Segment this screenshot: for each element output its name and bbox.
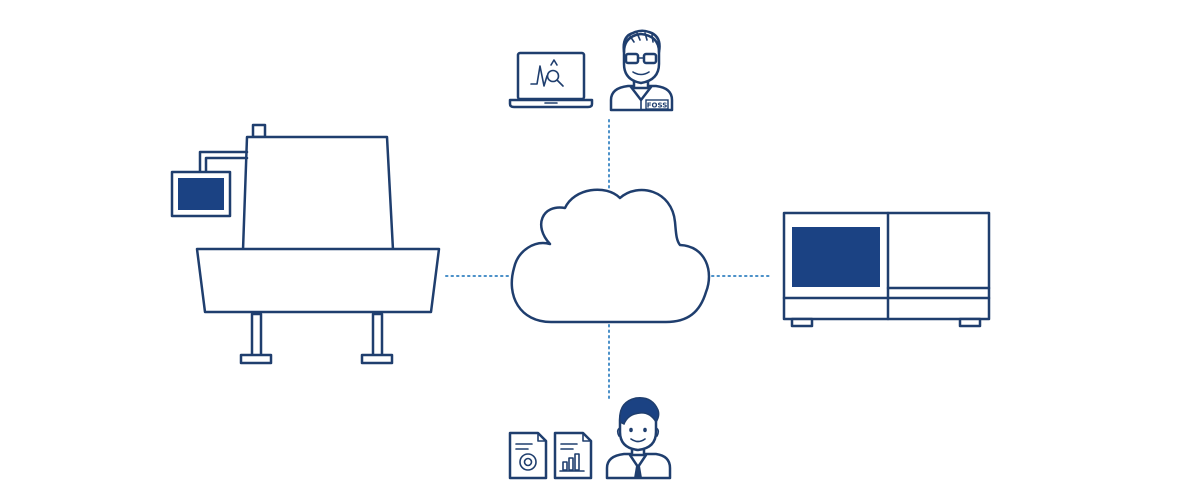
analyzer-screen (792, 227, 880, 287)
businessman-icon (605, 397, 672, 480)
shirt-logo-text: FOSS (647, 102, 668, 110)
shirt-logo-badge (645, 99, 669, 110)
tie (634, 466, 642, 478)
cloud-icon (510, 188, 711, 324)
lab-analyzer-icon (782, 211, 991, 328)
machine-screen (178, 178, 224, 210)
hair (619, 397, 660, 426)
report-pie-chart-icon (508, 431, 548, 480)
report-bar-chart-icon (553, 431, 593, 480)
processing-machine-icon (170, 123, 441, 365)
expert-with-glasses-icon: FOSS (609, 29, 674, 112)
connection-lines (445, 119, 773, 399)
laptop-spectrum-icon (508, 51, 594, 109)
